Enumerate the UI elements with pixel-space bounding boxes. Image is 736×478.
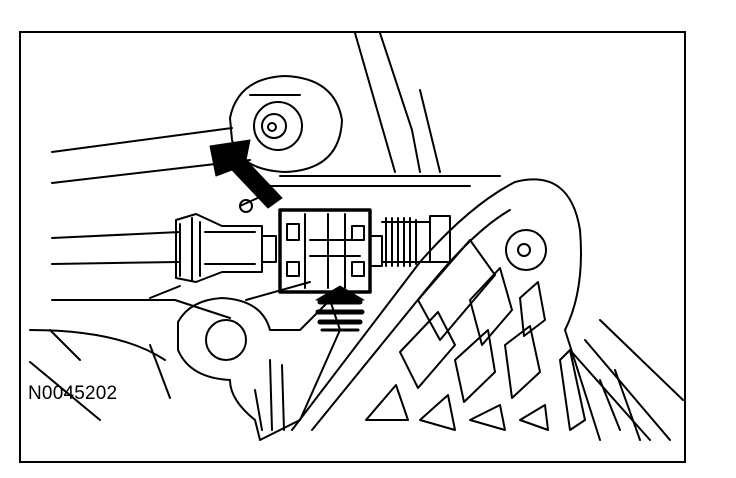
line-drawing bbox=[29, 33, 684, 441]
lower-detail-lines bbox=[254, 359, 641, 441]
background-structure bbox=[29, 33, 684, 441]
lower-bracket bbox=[149, 281, 341, 441]
cable-bushing bbox=[278, 208, 383, 294]
cable-end-fitting bbox=[175, 195, 277, 283]
upper-pivot-boss bbox=[229, 75, 343, 173]
threaded-section bbox=[381, 215, 451, 267]
figure-frame bbox=[19, 31, 686, 463]
figure-id-label: N0045202 bbox=[28, 383, 118, 404]
pointer-arrow bbox=[209, 139, 283, 209]
shift-lever-plate bbox=[291, 178, 601, 441]
